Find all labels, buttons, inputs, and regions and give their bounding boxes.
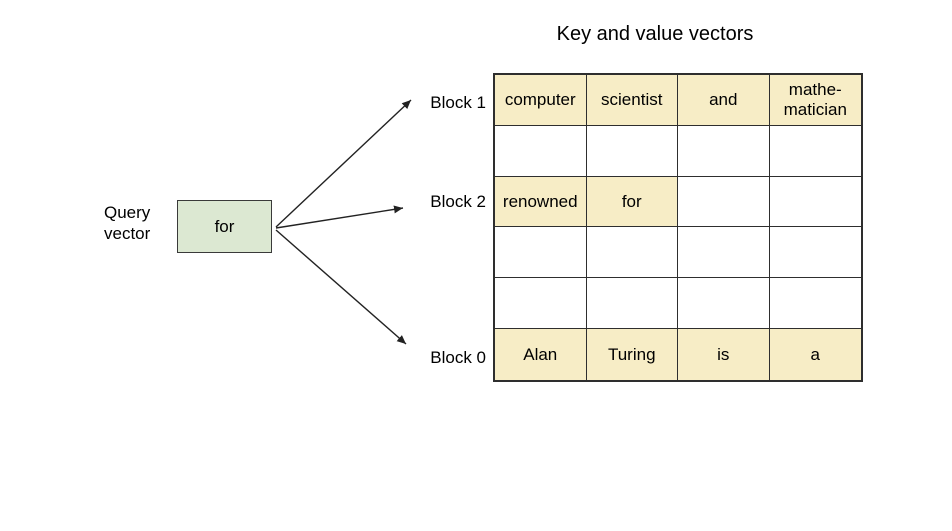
block-1-label: Block 1 — [430, 93, 486, 112]
table-cell: Turing — [586, 329, 678, 380]
arrow-to-block-2 — [275, 205, 404, 229]
table-row: Alan Turing is a — [495, 329, 861, 380]
table-cell: computer — [495, 75, 587, 126]
table-cell: for — [586, 176, 678, 228]
table-cell — [769, 177, 861, 228]
query-vector-box: for — [177, 200, 272, 253]
table-cell: mathe- matician — [769, 75, 861, 126]
table-cell: a — [769, 329, 861, 380]
table-cell — [586, 278, 678, 330]
arrow-to-block-0 — [275, 229, 407, 345]
table-row: renowned for — [495, 176, 861, 228]
table-row: computer scientist and mathe- matician — [495, 75, 861, 126]
table-row — [495, 227, 861, 279]
table-cell — [586, 125, 678, 177]
table-row — [495, 125, 861, 177]
table-cell — [495, 125, 587, 177]
table-cell: Alan — [495, 329, 587, 380]
block-2-label: Block 2 — [430, 192, 486, 211]
diagram-title: Key and value vectors — [556, 23, 754, 45]
table-cell: scientist — [586, 75, 678, 126]
table-cell — [678, 278, 770, 330]
query-vector-label: Query vector — [104, 203, 151, 243]
table-cell — [769, 278, 861, 330]
arrow-to-block-1 — [275, 99, 412, 228]
table-cell — [769, 227, 861, 279]
table-cell — [678, 227, 770, 279]
table-row — [495, 278, 861, 330]
table-cell: is — [678, 329, 770, 380]
table-cell — [769, 126, 861, 177]
query-vector-box-text: for — [214, 216, 235, 236]
table-cell — [678, 176, 770, 228]
block-0-label: Block 0 — [430, 348, 486, 367]
table-cell — [495, 227, 587, 279]
table-cell — [495, 278, 587, 330]
table-cell: renowned — [495, 176, 587, 228]
key-value-table: computer scientist and mathe- matician r… — [493, 73, 863, 382]
table-cell: and — [678, 75, 770, 126]
table-cell — [586, 227, 678, 279]
table-cell — [678, 125, 770, 177]
